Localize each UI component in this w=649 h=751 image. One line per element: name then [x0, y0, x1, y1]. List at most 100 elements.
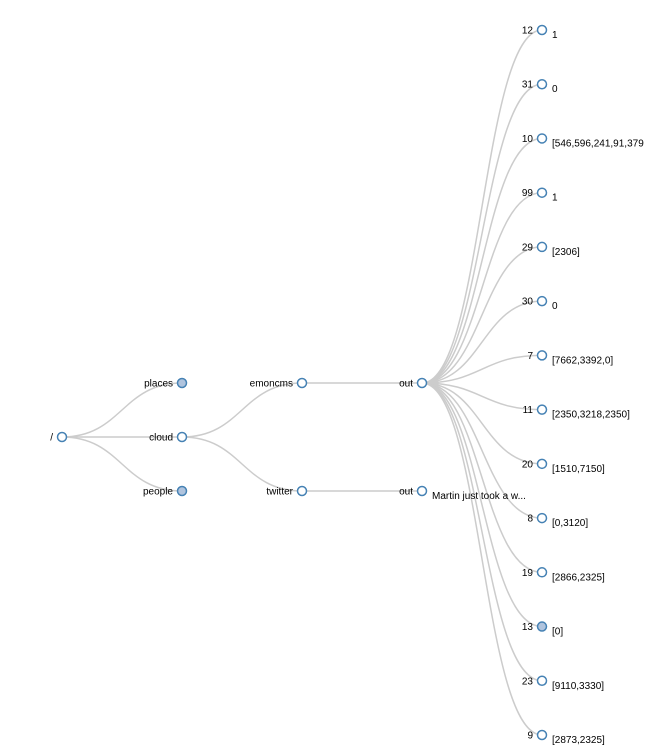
tree-node-8[interactable]: 8 [0,3120] [527, 512, 588, 530]
node-value: 1 [552, 30, 558, 41]
node-circle-icon[interactable] [416, 485, 428, 497]
node-circle-icon[interactable] [536, 24, 548, 36]
node-circle-icon[interactable] [536, 241, 548, 253]
tree-link [421, 382, 543, 519]
tree-node-cloud[interactable]: cloud [149, 431, 188, 444]
node-circle-icon[interactable] [536, 133, 548, 144]
node-circle-icon[interactable] [536, 567, 548, 578]
node-label: / [50, 433, 53, 444]
node-circle-icon[interactable] [176, 431, 188, 443]
tree-link [421, 382, 543, 628]
node-value: [1510,7150] [552, 464, 605, 475]
tree-link [421, 382, 543, 574]
node-value: [2306] [552, 247, 580, 258]
tree-link [421, 137, 543, 384]
tree-links [61, 29, 543, 736]
node-value: [546,596,241,91,379 [552, 138, 644, 149]
tree-node-out[interactable]: out Martin just took a w... [399, 485, 526, 503]
tree-link [421, 382, 543, 465]
node-circle-icon[interactable] [296, 377, 308, 389]
tree-node-7[interactable]: 7[7662,3392,0] [527, 350, 613, 367]
node-value: 0 [552, 301, 558, 312]
tree-link [421, 29, 543, 384]
node-label: 13 [522, 622, 534, 633]
node-label: people [143, 487, 173, 498]
tree-node-31[interactable]: 31 0 [522, 78, 558, 96]
tree-link [181, 382, 303, 438]
node-label: cloud [149, 433, 173, 444]
tree-node-10[interactable]: 10 [546,596,241,91,379 [522, 133, 644, 150]
tree-node-people[interactable]: people [143, 485, 188, 498]
node-circle-icon[interactable] [536, 295, 548, 307]
tree-node-99[interactable]: 99 1 [522, 187, 558, 204]
node-label: emoncms [250, 379, 293, 390]
node-value: [0,3120] [552, 518, 588, 529]
tree-link [181, 436, 303, 492]
tree-node-12[interactable]: 12 1 [522, 24, 558, 42]
tree-node-9[interactable]: 9 [2873,2325] [527, 729, 605, 746]
tree-link [61, 436, 183, 492]
tree-node-30[interactable]: 30 0 [522, 295, 558, 313]
node-label: 31 [522, 80, 534, 91]
tree-node-23[interactable]: 23 [9110,3330] [522, 675, 604, 692]
tree-node-19[interactable]: 19 [2866,2325] [522, 567, 605, 584]
tree-node-13[interactable]: 13 [0] [522, 621, 563, 638]
node-label: 30 [522, 297, 534, 308]
node-label: 7 [527, 351, 533, 362]
node-label: places [144, 379, 173, 390]
node-label: 29 [522, 242, 534, 253]
tree-node-11[interactable]: 11 [2350,3218,2350] [523, 404, 630, 421]
tree-link [421, 300, 543, 384]
node-value: 0 [552, 84, 558, 95]
node-circle-icon[interactable] [536, 187, 548, 198]
tree-node-twitter[interactable]: twitter [266, 485, 308, 498]
node-label: 9 [527, 730, 533, 741]
node-circle-icon[interactable] [536, 512, 548, 524]
tree-link [421, 382, 543, 736]
node-label: out [399, 379, 413, 390]
node-label: 8 [527, 514, 533, 525]
node-circle-icon[interactable] [56, 431, 68, 443]
node-circle-icon[interactable] [296, 485, 308, 497]
collapsed-node-circle-icon[interactable] [176, 485, 188, 497]
tree-node--[interactable]: / [50, 431, 68, 444]
node-label: 10 [522, 134, 534, 145]
tree-link [421, 191, 543, 384]
node-label: 11 [523, 405, 534, 416]
node-label: twitter [266, 487, 293, 498]
tree-node-places[interactable]: places [144, 377, 188, 390]
node-label: 23 [522, 676, 534, 687]
node-circle-icon[interactable] [536, 350, 548, 361]
tree-link [421, 382, 543, 682]
node-circle-icon[interactable] [416, 377, 428, 389]
collapsed-node-circle-icon[interactable] [536, 621, 548, 632]
node-circle-icon[interactable] [536, 404, 548, 415]
tree-node-20[interactable]: 20 [1510,7150] [522, 458, 605, 475]
node-circle-icon[interactable] [536, 458, 548, 470]
node-label: 19 [522, 568, 534, 579]
node-label: 12 [522, 26, 534, 37]
tree-link [421, 382, 543, 411]
node-value: [2873,2325] [552, 735, 605, 746]
tree-link [421, 83, 543, 384]
tree-link [421, 354, 543, 384]
node-circle-icon[interactable] [536, 675, 548, 687]
tree-link [61, 382, 183, 438]
node-circle-icon[interactable] [536, 729, 548, 741]
node-value: [2350,3218,2350] [552, 410, 630, 421]
tree-node-29[interactable]: 29 [2306] [522, 241, 580, 258]
collapsed-node-circle-icon[interactable] [176, 377, 188, 389]
node-value: Martin just took a w... [432, 491, 526, 502]
tree-node-out[interactable]: out [399, 377, 428, 390]
node-label: 20 [522, 459, 534, 470]
node-value: 1 [552, 193, 558, 204]
node-label: out [399, 487, 413, 498]
node-value: [0] [552, 627, 563, 638]
node-circle-icon[interactable] [536, 78, 548, 90]
node-value: [9110,3330] [552, 681, 604, 692]
tree-node-emoncms[interactable]: emoncms [250, 377, 308, 390]
node-label: 99 [522, 188, 534, 199]
node-value: [2866,2325] [552, 572, 605, 583]
